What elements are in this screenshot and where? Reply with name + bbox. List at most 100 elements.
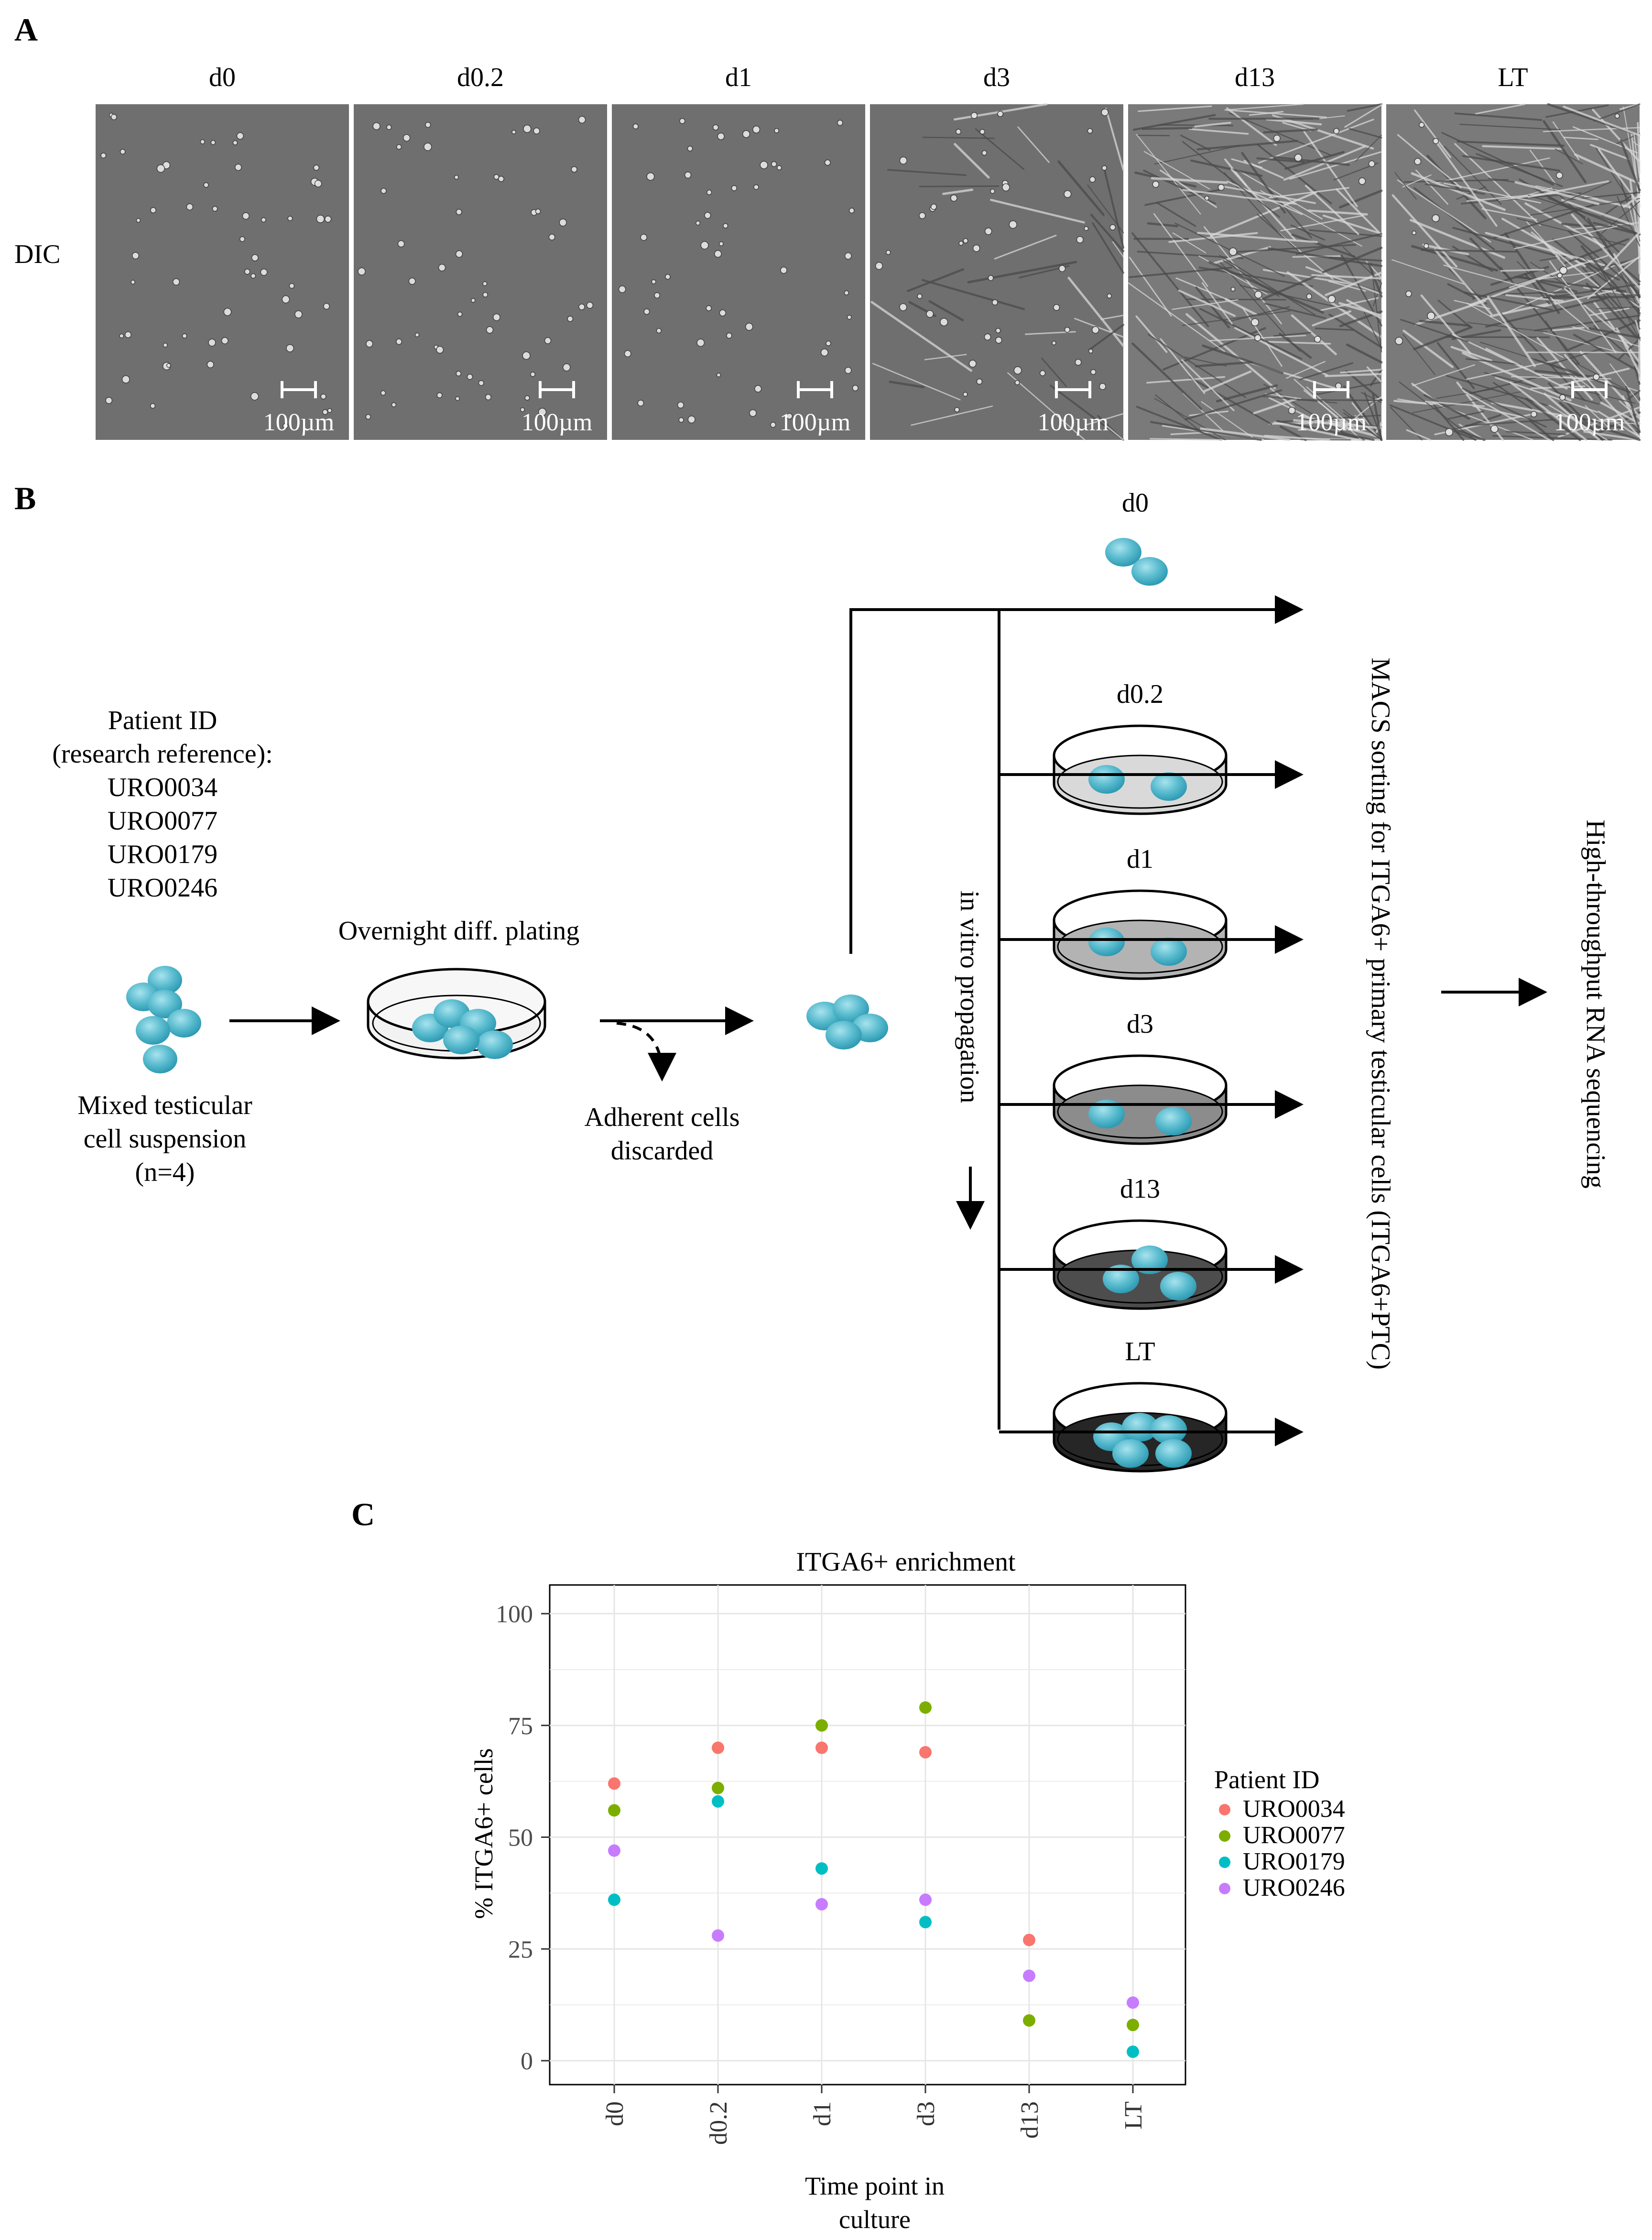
legend-entry: URO0179: [1243, 1848, 1345, 1875]
cell-strand: [1241, 152, 1286, 214]
round-cell: [624, 350, 631, 358]
round-cell: [771, 161, 777, 167]
cell-strand: [1564, 354, 1641, 438]
round-cell: [208, 339, 216, 347]
data-point-uro0034: [712, 1741, 724, 1754]
round-cell: [232, 140, 238, 145]
round-cell: [726, 332, 732, 339]
x-tick-label: d3: [913, 2101, 940, 2126]
cell-strand: [1465, 418, 1555, 426]
round-cell: [1327, 295, 1336, 303]
round-cell: [110, 114, 117, 120]
cell-strand: [1129, 257, 1172, 317]
round-cell: [706, 305, 712, 311]
round-cell: [314, 180, 322, 187]
round-cell: [664, 273, 671, 280]
patient-id: URO0077: [108, 806, 217, 836]
round-cell: [632, 123, 639, 130]
round-cell: [979, 129, 985, 135]
cell-strand: [1527, 180, 1609, 198]
round-cell: [687, 145, 693, 152]
cell-strand: [1172, 299, 1239, 310]
timepoint-label: d1: [1127, 844, 1153, 874]
cell-strand: [1181, 359, 1235, 411]
cell-strand: [1604, 231, 1641, 270]
cell-strand: [1561, 222, 1597, 228]
round-cell: [365, 414, 371, 420]
scale-label: 100µm: [1296, 409, 1367, 436]
cell-strand: [1138, 134, 1170, 137]
round-cell: [578, 304, 585, 310]
cell: [1088, 1100, 1125, 1128]
cell-strand: [1619, 256, 1641, 267]
cell-strand: [1534, 370, 1605, 379]
round-cell: [1424, 243, 1429, 249]
cell-strand: [942, 188, 974, 195]
round-cell: [684, 171, 692, 179]
cell-strand: [975, 128, 1025, 170]
cell: [1155, 1107, 1192, 1136]
round-cell: [402, 134, 411, 142]
round-cell: [1433, 138, 1439, 144]
cell-strand: [1136, 405, 1222, 441]
cell-strand: [1435, 141, 1498, 227]
cell-strand: [1159, 169, 1217, 208]
cell-strand: [1132, 114, 1216, 131]
round-cell: [988, 275, 994, 281]
round-cell: [926, 310, 934, 318]
cell-strand: [1597, 286, 1624, 318]
cell-strand: [1584, 196, 1631, 208]
cell-strand: [1340, 369, 1382, 374]
cell-strand: [1257, 143, 1332, 205]
cell-strand: [1456, 141, 1565, 147]
cell: [1122, 1413, 1158, 1442]
cell-strand: [1239, 284, 1348, 310]
round-cell: [1230, 286, 1236, 292]
round-cell: [530, 372, 536, 377]
cell-strand: [1406, 429, 1431, 441]
round-cell: [837, 120, 843, 126]
round-cell: [283, 423, 289, 429]
cell-strand: [1424, 183, 1485, 195]
cell-strand: [1276, 420, 1375, 441]
round-cell: [324, 215, 332, 223]
round-cell: [239, 236, 245, 242]
cell-strand: [1280, 215, 1364, 231]
cell-strand: [1315, 328, 1354, 331]
timepoint-label: d0: [1122, 488, 1149, 518]
round-cell: [852, 385, 859, 392]
cell-strand: [1535, 272, 1594, 280]
patient-header-line1: Patient ID: [108, 706, 217, 735]
cell-strand: [1253, 398, 1297, 415]
cell-strand: [1234, 327, 1329, 377]
cell-strand: [1188, 128, 1249, 135]
x-tick-label: LT: [1120, 2101, 1147, 2130]
cell-strand: [1579, 350, 1641, 418]
round-cell: [1091, 326, 1099, 334]
cell-strand: [1304, 185, 1359, 235]
round-cell: [1335, 382, 1342, 390]
dish-medium: [1057, 1084, 1223, 1139]
round-cell: [753, 184, 759, 190]
round-cell: [1358, 177, 1366, 185]
round-cell: [1088, 349, 1093, 354]
cell-strand: [1524, 202, 1609, 250]
round-cell: [327, 408, 332, 413]
cell: [1105, 538, 1141, 567]
round-cell: [1002, 183, 1010, 192]
cell-strand: [1549, 348, 1602, 366]
legend-key: [1219, 1857, 1230, 1868]
cell-strand: [1504, 232, 1560, 314]
round-cell: [559, 219, 567, 227]
cell-strand: [1485, 231, 1605, 266]
timepoint-row-d0: d0: [999, 488, 1304, 624]
x-tick-label: d13: [1016, 2101, 1043, 2139]
micrograph-row: d0100µmd0.2100µmd1100µmd3100µmd13100µmLT…: [96, 63, 1641, 441]
cell-strand: [1437, 299, 1472, 328]
cell-strand: [1462, 387, 1547, 428]
cell-strand: [1223, 172, 1282, 237]
round-cell: [845, 367, 852, 374]
cell-strand: [1400, 318, 1469, 342]
